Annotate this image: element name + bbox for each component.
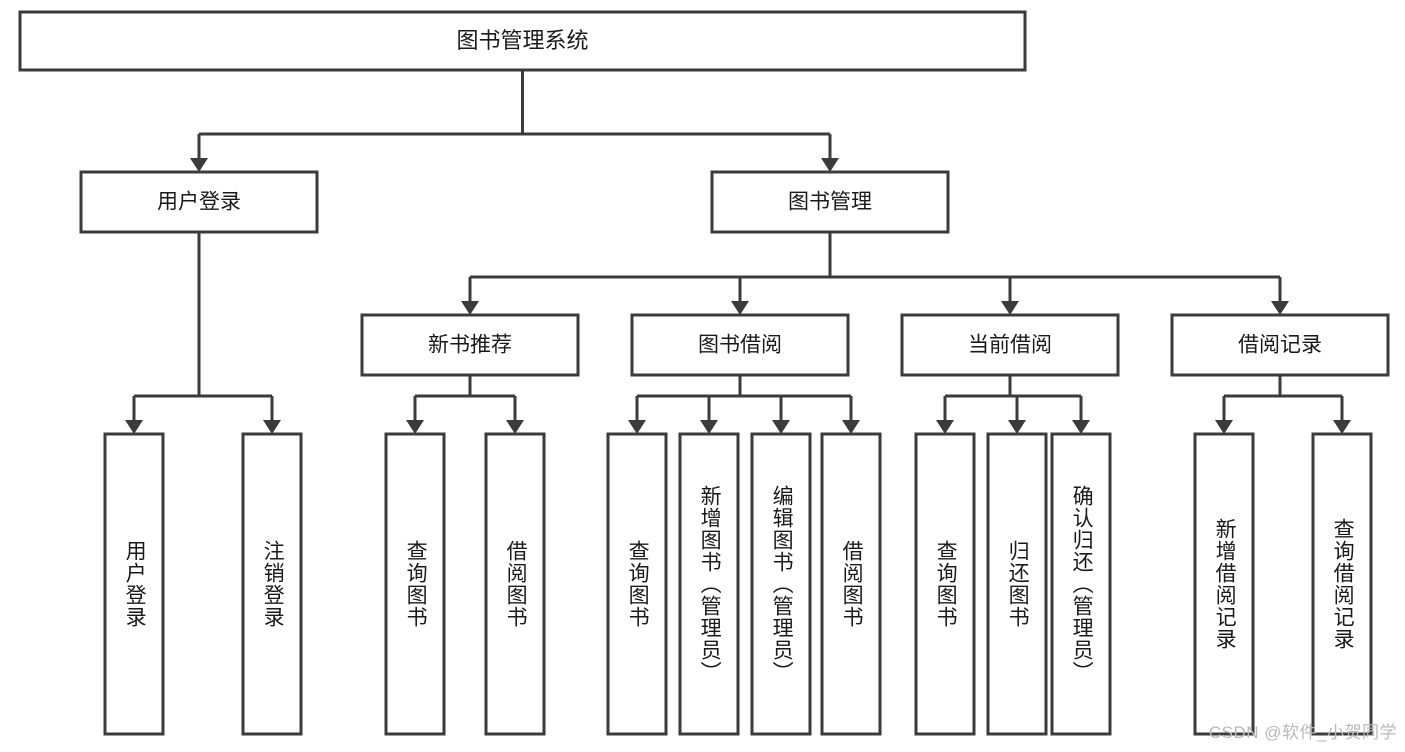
edge-group-book-borrow (628, 375, 860, 434)
arrow-head-icon (842, 420, 860, 434)
node-leaf-confirm-return[interactable] (1050, 432, 1112, 736)
node-box-leaf-query-book-3[interactable] (914, 432, 976, 736)
node-leaf-logout[interactable] (241, 432, 303, 736)
node-label-root: 图书管理系统 (456, 28, 588, 53)
arrow-head-icon (125, 420, 143, 434)
node-box-leaf-edit-book[interactable] (750, 432, 812, 736)
arrow-head-icon (821, 158, 839, 172)
arrow-head-icon (1333, 420, 1351, 434)
node-book-management[interactable]: 图书管理 (710, 170, 950, 234)
arrow-head-icon (1072, 420, 1090, 434)
arrow-head-icon (1271, 301, 1289, 315)
arrow-head-icon (506, 420, 524, 434)
node-label-book-management: 图书管理 (788, 191, 872, 214)
arrow-head-icon (190, 158, 208, 172)
node-label-borrow-record: 借阅记录 (1238, 334, 1322, 357)
node-label-current-borrow: 当前借阅 (968, 334, 1052, 357)
node-box-leaf-borrow-book-2[interactable] (820, 432, 882, 736)
arrow-head-icon (628, 420, 646, 434)
node-borrow-record[interactable]: 借阅记录 (1170, 313, 1390, 377)
arrow-head-icon (461, 301, 479, 315)
node-box-leaf-query-record[interactable] (1311, 432, 1373, 736)
node-box-leaf-add-record[interactable] (1193, 432, 1255, 736)
node-box-leaf-return-book[interactable] (986, 432, 1048, 736)
node-leaf-query-book-2[interactable] (606, 432, 668, 736)
node-leaf-borrow-book-2[interactable] (820, 432, 882, 736)
node-current-borrow[interactable]: 当前借阅 (900, 313, 1120, 377)
arrow-head-icon (1215, 420, 1233, 434)
arrow-head-icon (406, 420, 424, 434)
node-root[interactable]: 图书管理系统 (18, 10, 1027, 72)
node-label-book-borrow: 图书借阅 (698, 334, 782, 357)
node-box-leaf-borrow-book-1[interactable] (484, 432, 546, 736)
arrow-head-icon (700, 420, 718, 434)
node-leaf-add-record[interactable] (1193, 432, 1255, 736)
node-new-book-recommend[interactable]: 新书推荐 (360, 313, 580, 377)
watermark: CSDN @软件_小贺同学 (1208, 723, 1397, 742)
node-label-new-book-recommend: 新书推荐 (428, 334, 512, 357)
node-leaf-query-book-1[interactable] (384, 432, 446, 736)
edge-group-user-login (125, 232, 281, 434)
arrow-head-icon (263, 420, 281, 434)
edge-group-current-borrow (936, 375, 1090, 434)
arrow-head-icon (1008, 420, 1026, 434)
arrow-head-icon (1001, 301, 1019, 315)
node-box-book-management[interactable] (710, 170, 950, 234)
node-box-root[interactable] (18, 10, 1027, 72)
node-leaf-user-login[interactable] (103, 432, 165, 736)
node-user-login[interactable]: 用户登录 (79, 170, 319, 234)
node-leaf-return-book[interactable] (986, 432, 1048, 736)
node-leaf-borrow-book-1[interactable] (484, 432, 546, 736)
node-label-user-login: 用户登录 (157, 191, 241, 214)
node-box-user-login[interactable] (79, 170, 319, 234)
edge-group-book-management (461, 232, 1289, 315)
node-box-new-book-recommend[interactable] (360, 313, 580, 377)
node-leaf-add-book[interactable] (678, 432, 740, 736)
edge-group-new-book-recommend (406, 375, 524, 434)
node-box-leaf-add-book[interactable] (678, 432, 740, 736)
node-box-leaf-query-book-2[interactable] (606, 432, 668, 736)
node-box-borrow-record[interactable] (1170, 313, 1390, 377)
node-box-leaf-query-book-1[interactable] (384, 432, 446, 736)
edge-group-borrow-record (1215, 375, 1351, 434)
node-leaf-query-book-3[interactable] (914, 432, 976, 736)
node-leaf-edit-book[interactable] (750, 432, 812, 736)
arrow-head-icon (772, 420, 790, 434)
arrow-head-icon (936, 420, 954, 434)
arrow-head-icon (731, 301, 749, 315)
node-box-leaf-logout[interactable] (241, 432, 303, 736)
node-box-leaf-user-login[interactable] (103, 432, 165, 736)
node-leaf-query-record[interactable] (1311, 432, 1373, 736)
node-book-borrow[interactable]: 图书借阅 (630, 313, 850, 377)
node-box-book-borrow[interactable] (630, 313, 850, 377)
node-box-leaf-confirm-return[interactable] (1050, 432, 1112, 736)
node-box-current-borrow[interactable] (900, 313, 1120, 377)
edge-group-root (190, 70, 839, 172)
